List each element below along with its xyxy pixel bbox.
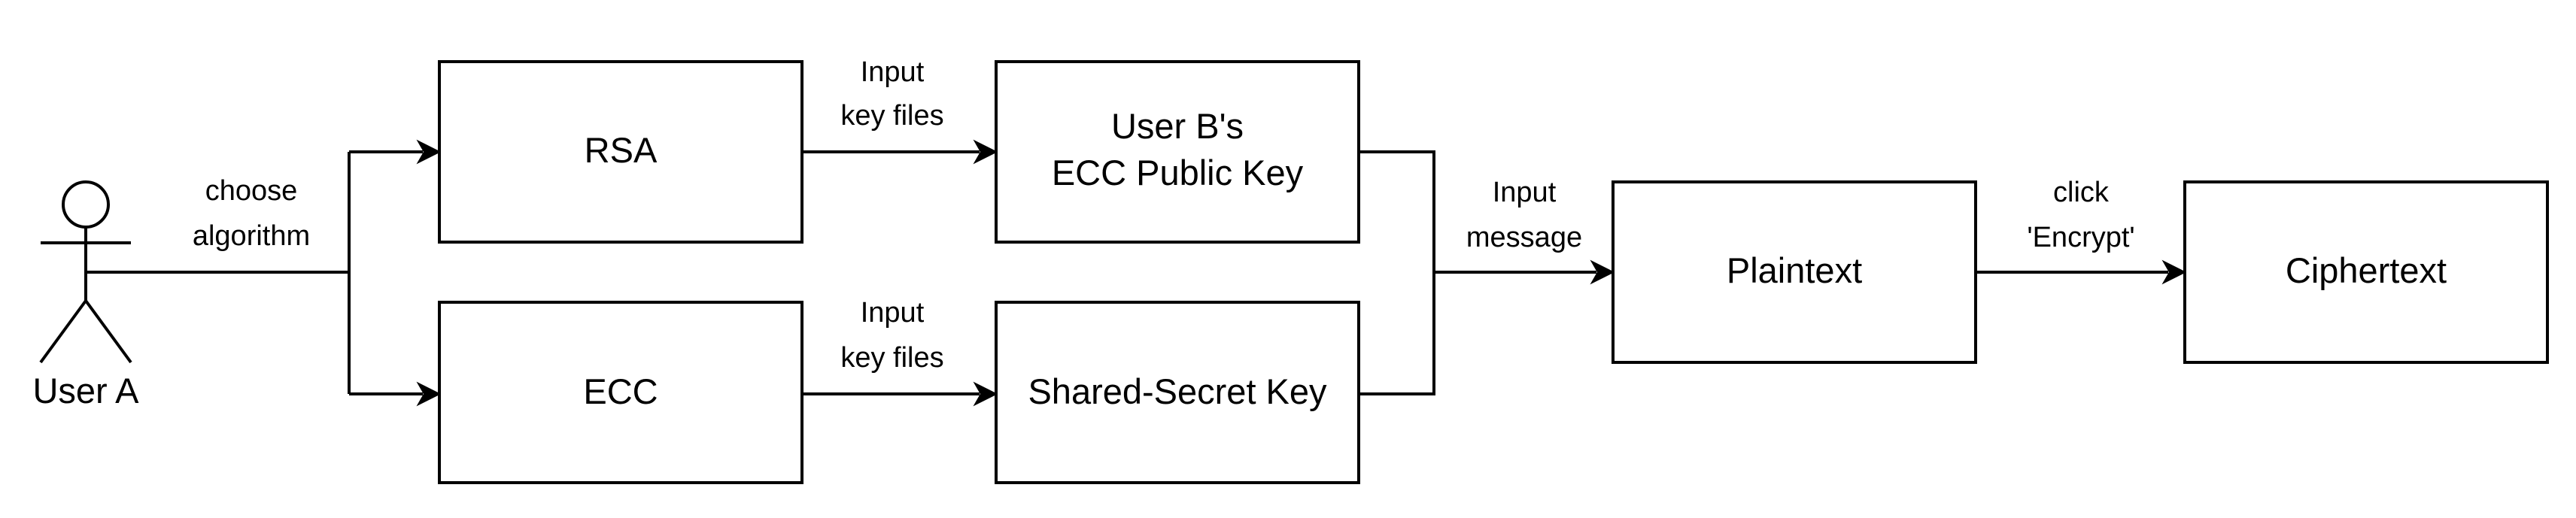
box-user-b-public-key: User B's ECC Public Key <box>995 60 1360 244</box>
box-ecc-label: ECC <box>583 371 658 411</box>
actor-right-leg <box>84 299 132 364</box>
actor-left-leg <box>39 299 87 364</box>
edge-input-key-files-bottom: Input key files <box>802 297 998 407</box>
edge-label-key-files: key files <box>840 100 943 132</box>
box-plaintext-label: Plaintext <box>1727 250 1862 290</box>
edge-label-click: click <box>2053 177 2110 208</box>
edge-label-key-files: key files <box>840 342 943 374</box>
arrowhead <box>973 139 998 165</box>
arrowhead <box>416 381 442 407</box>
actor-head <box>62 180 110 229</box>
actor-label: User A <box>32 371 139 410</box>
arrowhead <box>1590 259 1615 285</box>
arrow-to-ecc <box>349 381 442 407</box>
arrowhead <box>416 139 442 165</box>
box-plaintext: Plaintext <box>1612 180 1977 364</box>
edge-label-choose: choose <box>205 175 298 207</box>
arrow-to-rsa <box>349 139 442 165</box>
edge-label-input: Input <box>1493 177 1557 208</box>
edge-label-message: message <box>1466 222 1582 253</box>
merge-line <box>1359 150 1435 395</box>
box-user-b-line1: User B's <box>1111 106 1244 146</box>
edge-input-message: Input message <box>1359 150 1615 395</box>
arrowhead <box>973 381 998 407</box>
edge-label-input: Input <box>861 56 925 88</box>
user-a-actor: User A <box>32 180 139 410</box>
box-ciphertext-label: Ciphertext <box>2286 250 2447 290</box>
edge-label-encrypt: 'Encrypt' <box>2027 222 2134 253</box>
box-rsa: RSA <box>438 60 803 244</box>
arrowhead <box>2161 259 2187 285</box>
box-ciphertext: Ciphertext <box>2183 180 2549 364</box>
edge-choose-algorithm: choose algorithm <box>86 152 351 394</box>
box-shared-secret-key: Shared-Secret Key <box>995 301 1360 484</box>
box-ecc: ECC <box>438 301 803 484</box>
box-rsa-label: RSA <box>585 130 658 170</box>
edge-input-key-files-top: Input key files <box>802 56 998 165</box>
edge-label-algorithm: algorithm <box>193 220 310 252</box>
box-user-b-line2: ECC Public Key <box>1052 153 1304 192</box>
edge-click-encrypt: click 'Encrypt' <box>1976 177 2187 285</box>
box-shared-secret-label: Shared-Secret Key <box>1028 371 1327 411</box>
edge-label-input: Input <box>861 297 925 329</box>
